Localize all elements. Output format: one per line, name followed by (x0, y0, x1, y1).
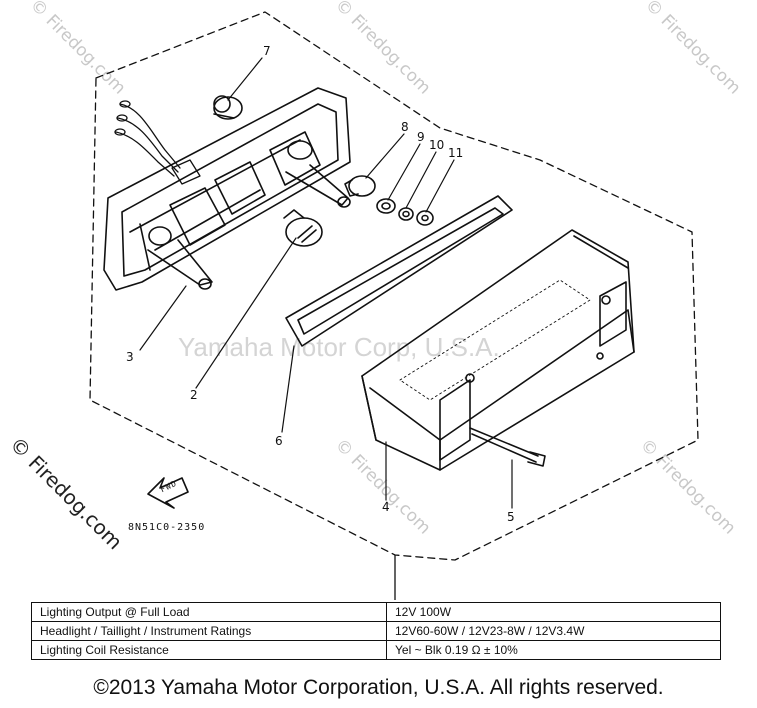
callout-8: 8 (401, 120, 409, 134)
spec-label: Lighting Coil Resistance (31, 640, 387, 660)
lens-part-4 (361, 229, 635, 471)
spec-value: 12V60-60W / 12V23-8W / 12V3.4W (386, 621, 721, 641)
copyright-footer: ©2013 Yamaha Motor Corporation, U.S.A. A… (93, 676, 664, 699)
spec-label: Lighting Output @ Full Load (31, 602, 387, 622)
screw-part-5 (469, 427, 546, 467)
gasket-part-6 (285, 195, 513, 347)
callout-2: 2 (190, 388, 198, 402)
assembly-boundary (89, 11, 699, 561)
fwd-arrow-icon (147, 477, 189, 509)
wire-harness (114, 100, 201, 185)
base-housing (103, 87, 351, 291)
table-row: Lighting Output @ Full Load 12V 100W (31, 602, 721, 622)
grommet-part-7 (213, 95, 243, 120)
callout-5: 5 (507, 510, 515, 524)
taillight-exploded-diagram (89, 11, 699, 600)
spec-label: Headlight / Taillight / Instrument Ratin… (31, 621, 387, 641)
callout-9: 9 (417, 130, 425, 144)
spec-value: Yel ~ Blk 0.19 Ω ± 10% (386, 640, 721, 660)
callout-leaders (139, 57, 513, 509)
watermark-center: Yamaha Motor Corp, U.S.A. (178, 332, 500, 362)
table-row: Lighting Coil Resistance Yel ~ Blk 0.19 … (31, 640, 721, 660)
callout-4: 4 (382, 500, 390, 514)
callout-6: 6 (275, 434, 283, 448)
callout-10: 10 (429, 138, 445, 152)
callout-3: 3 (126, 350, 134, 364)
spec-table: Lighting Output @ Full Load 12V 100W Hea… (31, 602, 721, 660)
spec-value: 12V 100W (386, 602, 721, 622)
table-row: Headlight / Taillight / Instrument Ratin… (31, 621, 721, 641)
callout-7: 7 (263, 44, 271, 58)
callout-11: 11 (448, 146, 464, 160)
bulb-part-2 (283, 209, 323, 247)
part-code: 8N51C0-2350 (128, 522, 206, 533)
